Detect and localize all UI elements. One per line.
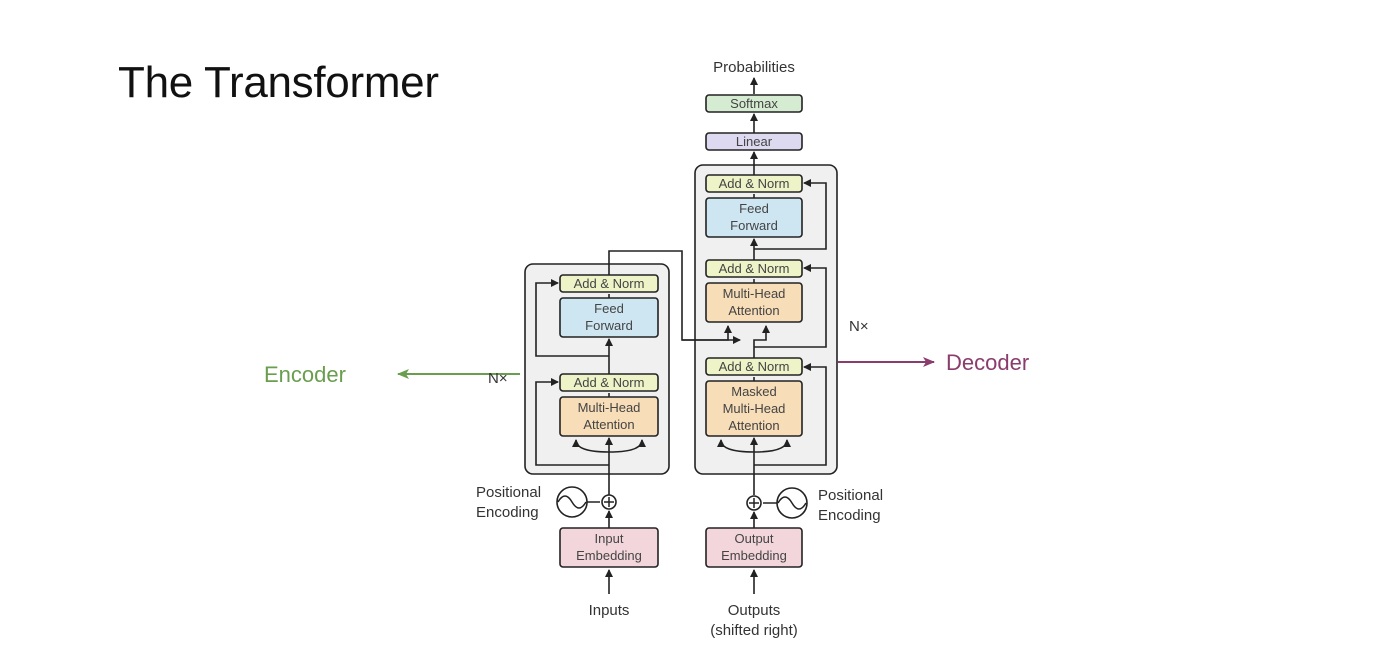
linear-block [705,132,803,151]
encoder-pos-label-2: Encoding [476,504,539,521]
input-embedding-label-1: Input [595,531,624,546]
encoder-mha-label-1: Multi-Head [578,400,641,415]
decoder-masked-label-3: Attention [728,418,779,433]
slide-title: The Transformer [118,58,439,107]
decoder-pos-label-2: Encoding [818,507,881,524]
encoder-pos-label-1: Positional [476,484,541,501]
encoder-nx: N× [488,370,508,387]
softmax-block [705,94,803,113]
decoder-ff-label-1: Feed [739,201,769,216]
softmax-label: Softmax [730,96,778,111]
decoder-add-norm-top [705,174,803,193]
decoder-add-norm-bottom-label: Add & Norm [719,359,790,374]
decoder-label: Decoder [946,350,1029,375]
outputs-label: Outputs [728,602,781,619]
linear-label: Linear [736,134,773,149]
inputs-label: Inputs [589,602,630,619]
decoder-add-norm-middle-label: Add & Norm [719,261,790,276]
encoder-ff-label-2: Forward [585,318,633,333]
encoder-add-norm-top-label: Add & Norm [574,276,645,291]
encoder-stack [524,263,670,475]
encoder-add-norm-bottom-label: Add & Norm [574,375,645,390]
encoder-ff-label-1: Feed [594,301,624,316]
probabilities-label: Probabilities [713,59,795,76]
decoder-ff-label-2: Forward [730,218,778,233]
decoder-pos-label-1: Positional [818,487,883,504]
output-embedding-label-2: Embedding [721,548,787,563]
decoder-masked-label-2: Multi-Head [723,401,786,416]
input-embedding-label-2: Embedding [576,548,642,563]
encoder-label: Encoder [264,362,346,387]
outputs-shifted-label: (shifted right) [710,622,798,639]
encoder-mha-label-2: Attention [583,417,634,432]
decoder-mha-label-1: Multi-Head [723,286,786,301]
decoder-nx: N× [849,318,869,335]
input-embedding-block [559,527,659,568]
output-embedding-block [705,527,803,568]
decoder-masked-label-1: Masked [731,384,777,399]
output-embedding-label-1: Output [734,531,773,546]
decoder-mha-label-2: Attention [728,303,779,318]
decoder-add-norm-top-label: Add & Norm [719,176,790,191]
